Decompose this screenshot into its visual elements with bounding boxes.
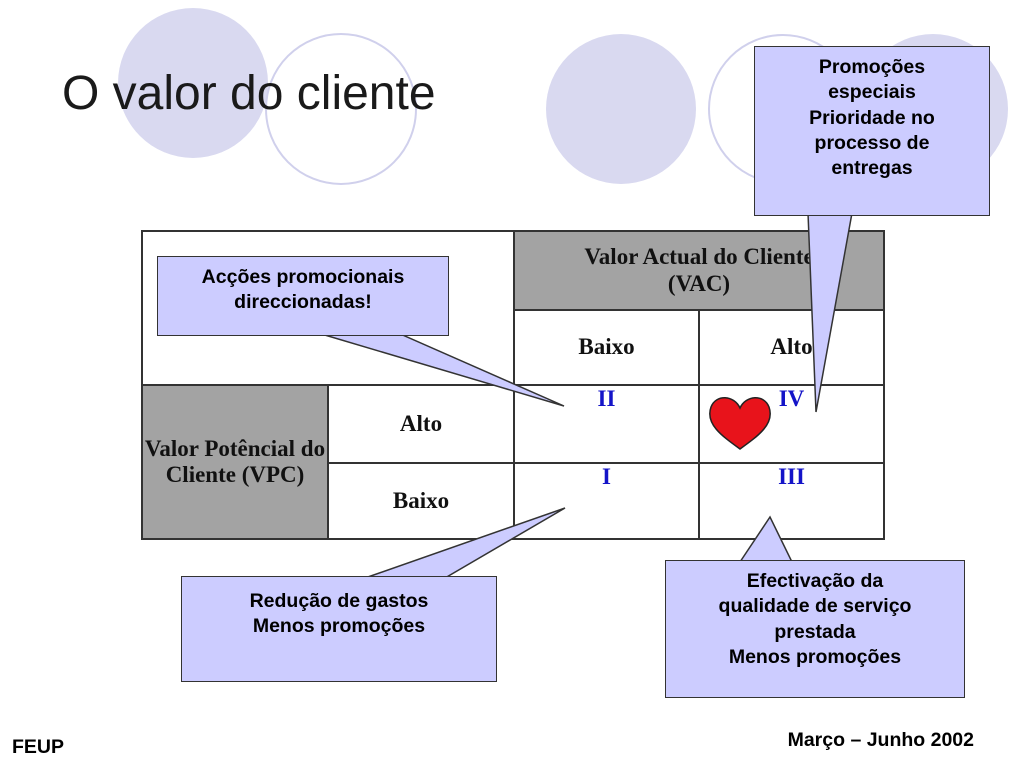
callout-line: Acções promocionais xyxy=(201,266,405,288)
decorative-circle xyxy=(546,34,696,184)
footer-left: FEUP xyxy=(12,736,65,758)
callout-line: Prioridade no xyxy=(809,106,935,129)
callout-line: Promoções xyxy=(818,56,926,78)
callout-line: direccionadas! xyxy=(234,291,372,314)
callout-bottom-right: Efectivação da qualidade de serviço pres… xyxy=(665,560,965,698)
column-header-baixo: Baixo xyxy=(513,309,700,386)
footer-right: Março – Junho 2002 xyxy=(787,729,974,751)
callout-top-right: Promoções especiais Prioridade no proces… xyxy=(754,46,990,216)
decorative-circle xyxy=(118,8,268,158)
pointer-top-right xyxy=(807,212,853,413)
pointer-bottom-right xyxy=(738,515,794,563)
callout-line: especiais xyxy=(828,81,916,104)
callout-line: Menos promoções xyxy=(252,615,426,638)
callout-line: Efectivação da xyxy=(746,570,884,592)
vpc-header: Valor Potêncial do Cliente (VPC) xyxy=(141,384,329,540)
callout-line: Redução de gastos xyxy=(249,590,429,612)
quadrant-iii: III xyxy=(698,462,885,540)
callout-line: processo de xyxy=(814,132,930,155)
pointer-bottom-left xyxy=(364,507,566,579)
heart-icon xyxy=(709,397,771,450)
callout-line: prestada xyxy=(774,620,856,643)
callout-bottom-left: Redução de gastos Menos promoções xyxy=(181,576,497,682)
column-header-alto: Alto xyxy=(698,309,885,386)
decorative-circle xyxy=(265,33,417,185)
callout-line: Menos promoções xyxy=(728,646,902,669)
callout-line: entregas xyxy=(831,157,913,180)
pointer-top-left xyxy=(317,332,565,407)
row-header-baixo: Baixo xyxy=(327,462,515,540)
slide-title: O valor do cliente xyxy=(62,67,436,120)
callout-line: qualidade de serviço xyxy=(718,595,912,618)
callout-top-left: Acções promocionais direccionadas! xyxy=(157,256,449,336)
quadrant-i: I xyxy=(513,462,700,540)
row-header-alto: Alto xyxy=(327,384,515,464)
